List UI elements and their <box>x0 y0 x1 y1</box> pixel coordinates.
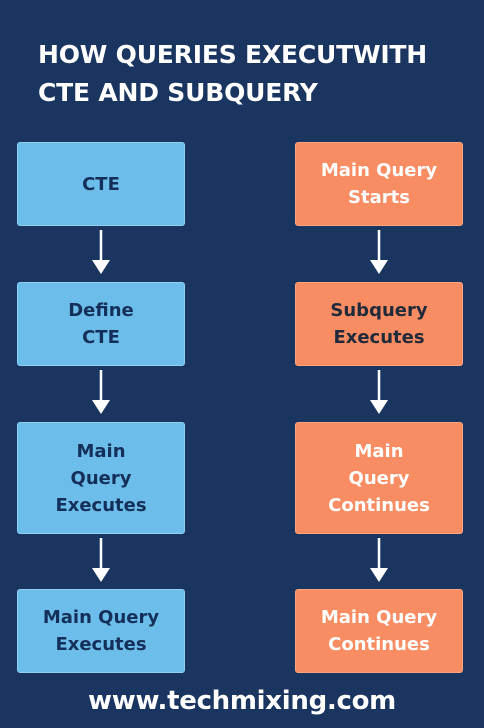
title-line-2: CTE AND SUBQUERY <box>38 78 318 107</box>
cte-step-2-box: Define CTE <box>17 282 185 366</box>
diagram-title: HOW QUERIES EXECUTWITH CTE AND SUBQUERY <box>38 36 478 112</box>
subquery-step-3-box: Main Query Continues <box>295 422 463 534</box>
down-arrow-icon <box>92 230 110 274</box>
down-arrow-icon <box>92 538 110 582</box>
down-arrow-icon <box>370 538 388 582</box>
down-arrow-icon <box>370 370 388 414</box>
down-arrow-icon <box>92 370 110 414</box>
subquery-step-1-label: Main Query Starts <box>320 160 438 208</box>
cte-step-3-box: Main Query Executes <box>17 422 185 534</box>
cte-step-2-label: Define CTE <box>68 300 134 348</box>
cte-step-1-label: CTE <box>82 173 120 195</box>
subquery-step-3-label: Main Query Continues <box>328 440 430 516</box>
cte-step-4-label: Main Query Executes <box>42 607 160 655</box>
title-line-1: HOW QUERIES EXECUTWITH <box>38 40 428 69</box>
website-footer: www.techmixing.com <box>88 686 396 716</box>
down-arrow-icon <box>370 230 388 274</box>
subquery-step-1-box: Main Query Starts <box>295 142 463 226</box>
cte-step-3-label: Main Query Executes <box>55 440 147 516</box>
subquery-step-2-box: Subquery Executes <box>295 282 463 366</box>
subquery-step-4-box: Main Query Continues <box>295 589 463 673</box>
cte-step-1-box: CTE <box>17 142 185 226</box>
cte-step-4-box: Main Query Executes <box>17 589 185 673</box>
subquery-step-4-label: Main Query Continues <box>320 607 438 655</box>
subquery-step-2-label: Subquery Executes <box>330 300 428 348</box>
